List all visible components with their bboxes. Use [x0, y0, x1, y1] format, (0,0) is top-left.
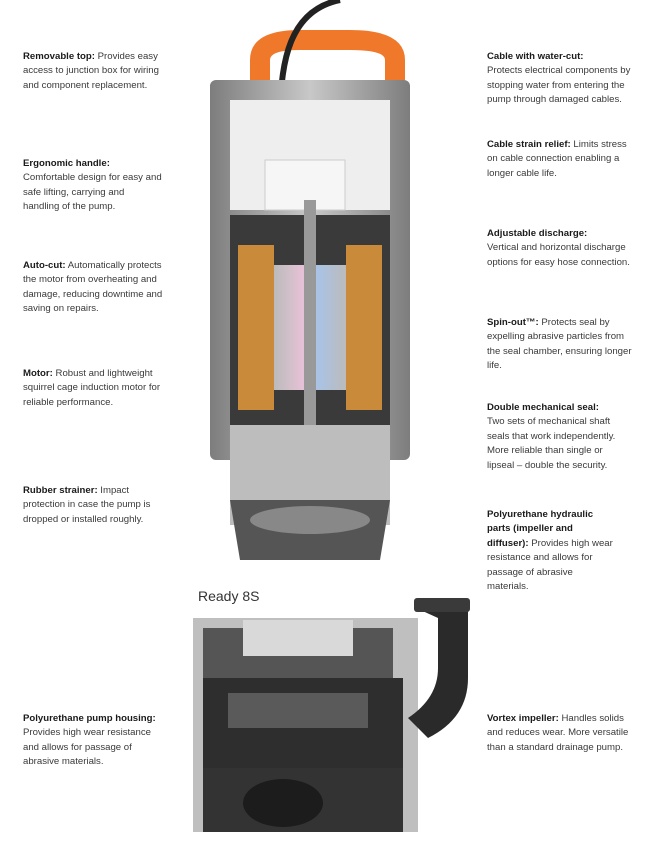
feature-rubber-strainer: Rubber strainer: Impact protection in ca…: [23, 485, 151, 525]
model-caption: Ready 8S: [198, 588, 260, 604]
feature-vortex-impeller: Vortex impeller: Handles solids and redu…: [487, 713, 629, 753]
pump-cutaway-image: [210, 0, 410, 560]
feature-motor: Motor: Robust and lightweight squirrel c…: [23, 368, 161, 408]
feature-ergonomic-handle: Ergonomic handle: Comfortable design for…: [23, 158, 162, 213]
feature-spin-out: Spin-out™: Protects seal by expelling ab…: [487, 317, 632, 372]
ready-8s-cutaway-image: [193, 598, 470, 832]
feature-cable-water-cut: Cable with water-cut: Protects electrica…: [487, 51, 631, 106]
feature-removable-top: Removable top: Provides easy access to j…: [23, 51, 159, 91]
feature-cable-strain-relief: Cable strain relief: Limits stress on ca…: [487, 139, 627, 179]
feature-hydraulic-parts: Polyurethane hydraulic parts (impeller a…: [487, 509, 613, 593]
feature-double-seal: Double mechanical seal: Two sets of mech…: [487, 402, 616, 471]
feature-adjustable-discharge: Adjustable discharge: Vertical and horiz…: [487, 228, 630, 268]
feature-auto-cut: Auto-cut: Automatically protects the mot…: [23, 260, 163, 315]
feature-pump-housing: Polyurethane pump housing: Provides high…: [23, 713, 156, 768]
